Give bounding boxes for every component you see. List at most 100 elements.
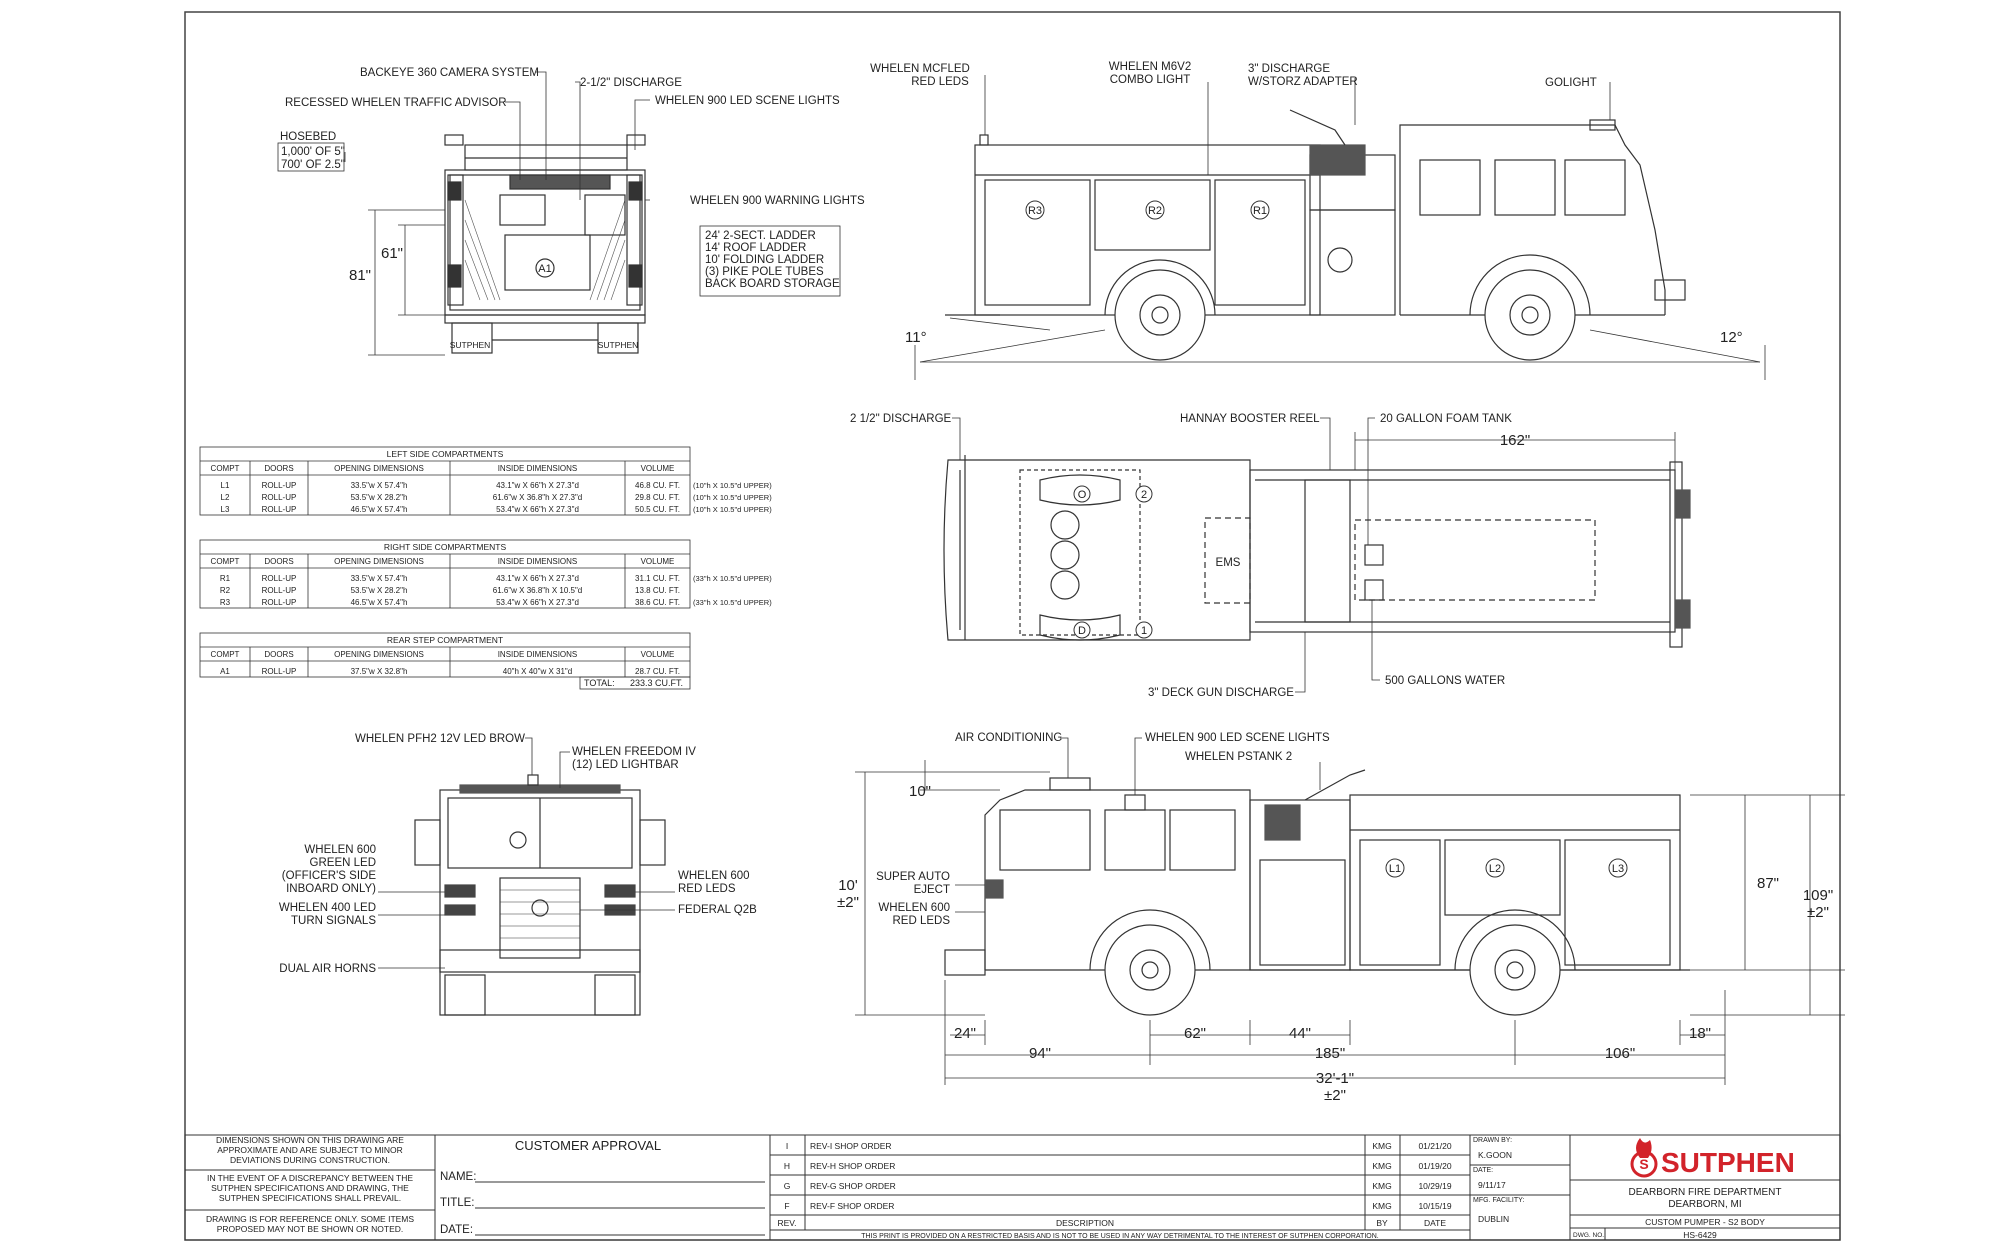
revision-cell: REV-G SHOP ORDER	[810, 1181, 896, 1191]
label-green-led-2: GREEN LED	[310, 857, 376, 869]
table-header-cell: INSIDE DIMENSIONS	[498, 464, 578, 473]
table-row-note: (10"h X 10.5"d UPPER)	[693, 505, 772, 514]
label-green-led-1: WHELEN 600	[304, 844, 376, 856]
seat-d: D	[1078, 625, 1086, 637]
table-cell: 43.1"w X 66"h X 27.3"d	[496, 481, 579, 490]
label-water-tank: 500 GALLONS WATER	[1385, 675, 1505, 687]
table-frame	[199, 539, 691, 609]
dim-109: 109"	[1803, 887, 1833, 904]
label-green-led-4: INBOARD ONLY)	[286, 883, 376, 895]
table-header-cell: VOLUME	[641, 650, 675, 659]
table-cell: 38.6 CU. FT.	[635, 598, 680, 607]
revision-cell: 01/19/20	[1418, 1161, 1451, 1171]
label-lightbar-1: WHELEN FREEDOM IV	[572, 746, 696, 758]
label-left-red-1: WHELEN 600	[878, 902, 950, 914]
left-side-wheels	[1089, 909, 1576, 1016]
field-title-label: TITLE:	[440, 1197, 475, 1209]
sutphen-logo-text: SUTPHEN	[1661, 1147, 1795, 1178]
table-frame	[199, 446, 691, 516]
revision-cell: 10/29/19	[1418, 1181, 1451, 1191]
note-2-line-1: IN THE EVENT OF A DISCREPANCY BETWEEN TH…	[207, 1173, 413, 1183]
table-cell: A1	[220, 667, 230, 676]
label-front-red-1: WHELEN 600	[678, 870, 750, 882]
table-header-cell: INSIDE DIMENSIONS	[498, 650, 578, 659]
r3-marker	[1025, 200, 1045, 220]
dim-rear-61: 61"	[381, 245, 403, 262]
table-cell: ROLL-UP	[262, 505, 297, 514]
label-pstank: WHELEN PSTANK 2	[1185, 751, 1292, 763]
table-title: LEFT SIDE COMPARTMENTS	[387, 449, 504, 459]
label-storz-2: W/STORZ ADAPTER	[1248, 76, 1358, 88]
right-side-view	[945, 109, 1686, 331]
dim-62: 62"	[1184, 1025, 1206, 1042]
table-cell: 46.5"w X 57.4"h	[351, 598, 408, 607]
dim-109-tolerance: ±2"	[1807, 904, 1829, 921]
table-header-cell: OPENING DIMENSIONS	[334, 464, 424, 473]
field-name-label: NAME:	[440, 1171, 476, 1183]
label-green-led-3: (OFFICER'S SIDE	[282, 870, 377, 882]
label-led-brow: WHELEN PFH2 12V LED BROW	[355, 733, 525, 745]
drawn-by-value: K.GOON	[1478, 1150, 1512, 1160]
angle-approach: 12°	[1720, 329, 1743, 346]
mfg-facility-label: MFG. FACILITY:	[1473, 1197, 1524, 1204]
table-cell: 46.5"w X 57.4"h	[351, 505, 408, 514]
label-camera-system: BACKEYE 360 CAMERA SYSTEM	[360, 67, 539, 79]
seat-2: 2	[1141, 489, 1147, 501]
angle-departure: 11°	[905, 329, 927, 346]
label-turn-signals-2: TURN SIGNALS	[291, 915, 376, 927]
table-cell: 33.5"w X 57.4"h	[351, 574, 408, 583]
table-cell: 46.8 CU. FT.	[635, 481, 680, 490]
restricted-disclaimer: THIS PRINT IS PROVIDED ON A RESTRICTED B…	[861, 1233, 1379, 1240]
label-storz-1: 3" DISCHARGE	[1248, 63, 1330, 75]
table-cell: L3	[221, 505, 230, 514]
compartment-l1: L1	[1389, 863, 1401, 875]
rev-header-description: DESCRIPTION	[1056, 1218, 1114, 1228]
table-cell: 31.1 CU. FT.	[635, 574, 680, 583]
date-value: 9/11/17	[1478, 1180, 1506, 1190]
hosebed-title: HOSEBED	[280, 131, 336, 143]
table-row-note: (33"h X 10.5"d UPPER)	[693, 598, 772, 607]
mfg-facility-value: DUBLIN	[1478, 1214, 1509, 1224]
r1-marker	[1250, 200, 1270, 220]
table-header-cell: DOORS	[264, 464, 293, 473]
dim-44: 44"	[1289, 1025, 1311, 1042]
date-label: DATE:	[1473, 1167, 1493, 1174]
table-cell: 28.7 CU. FT.	[635, 667, 680, 676]
table-cell: 33.5"w X 57.4"h	[351, 481, 408, 490]
revision-cell: 01/21/20	[1418, 1141, 1451, 1151]
table-total-box	[579, 676, 691, 690]
ladder-line-3: 10' FOLDING LADDER	[705, 254, 824, 266]
rev-header-date: DATE	[1424, 1218, 1446, 1228]
table-title: RIGHT SIDE COMPARTMENTS	[384, 542, 507, 552]
table-header-cell: DOORS	[264, 557, 293, 566]
label-rear-discharge: 2-1/2" DISCHARGE	[580, 77, 682, 89]
dwg-no-label: DWG. NO.:	[1573, 1232, 1606, 1239]
label-booster-reel: HANNAY BOOSTER REEL	[1180, 413, 1320, 425]
rev-header-rev: REV.	[777, 1218, 796, 1228]
label-air-horns: DUAL AIR HORNS	[279, 963, 376, 975]
label-top-discharge: 2 1/2" DISCHARGE	[850, 413, 952, 425]
label-auto-eject-1: SUPER AUTO	[876, 871, 950, 883]
table-header-cell: OPENING DIMENSIONS	[334, 557, 424, 566]
table-cell: ROLL-UP	[262, 667, 297, 676]
hosebed-line-1: 1,000' OF 5"	[281, 146, 345, 158]
drawn-by-label: DRAWN BY:	[1473, 1137, 1512, 1144]
table-cell: R1	[220, 574, 231, 583]
table-title: REAR STEP COMPARTMENT	[387, 635, 503, 645]
seat-o: O	[1078, 489, 1087, 501]
model-description: CUSTOM PUMPER - S2 BODY	[1645, 1217, 1765, 1227]
r2-marker	[1145, 200, 1165, 220]
rear-badge-right: SUTPHEN	[598, 340, 639, 350]
note-2-line-2: SUTPHEN SPECIFICATIONS AND DRAWING, THE	[211, 1183, 409, 1193]
table-total-value: 233.3 CU.FT.	[630, 678, 683, 688]
dim-rear-81: 81"	[349, 267, 371, 284]
dim-94: 94"	[1029, 1045, 1051, 1062]
label-left-red-2: RED LEDS	[892, 915, 950, 927]
table-header-cell: INSIDE DIMENSIONS	[498, 557, 578, 566]
note-2-line-3: SUTPHEN SPECIFICATIONS SHALL PREVAIL.	[219, 1193, 401, 1203]
left-side-dimension-lines	[855, 760, 1845, 1085]
right-side-ground	[914, 329, 1766, 380]
note-1-line-3: DEVIATIONS DURING CONSTRUCTION.	[230, 1155, 390, 1165]
